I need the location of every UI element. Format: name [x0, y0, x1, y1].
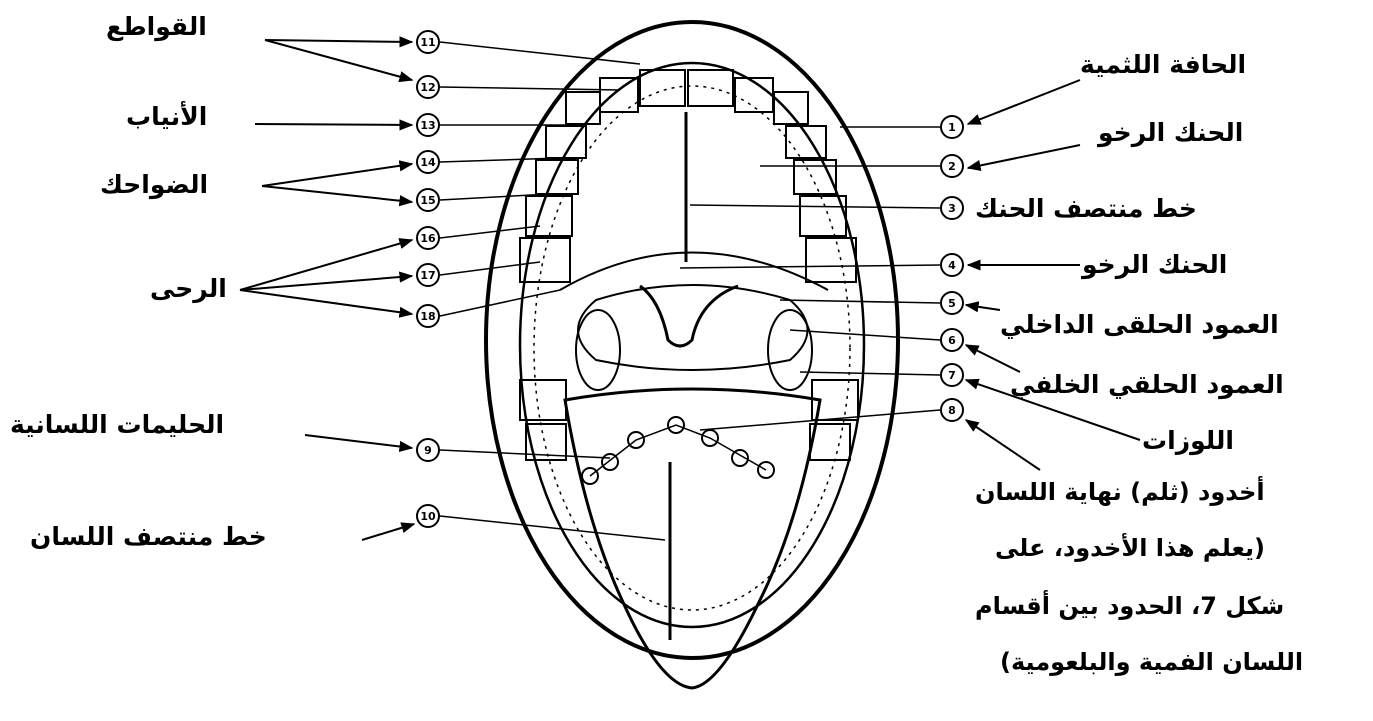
note-line-1: أخدود (ثلم) نهاية اللسان: [975, 480, 1265, 504]
marker-9: 9: [424, 444, 432, 457]
label-soft-palate-1: الحنك الرخو: [1098, 120, 1243, 145]
marker-1: 1: [948, 121, 956, 134]
label-gum-line: الحافة اللثمية: [1080, 52, 1246, 77]
marker-12: 12: [420, 81, 435, 94]
marker-17: 17: [420, 269, 435, 282]
marker-13: 13: [420, 119, 435, 132]
marker-3: 3: [948, 202, 956, 215]
marker-15: 15: [420, 194, 435, 207]
upper-teeth: [520, 70, 856, 282]
label-palate-midline: خط منتصف الحنك: [975, 196, 1197, 221]
marker-16: 16: [420, 232, 436, 245]
marker-8: 8: [948, 404, 956, 417]
label-lingual-papillae: الحليمات اللسانية: [10, 412, 224, 437]
label-canines: الأنياب: [126, 104, 207, 129]
label-incisors: القواطع: [106, 14, 207, 39]
marker-7: 7: [948, 369, 956, 382]
label-premolars: الضواحك: [100, 172, 208, 197]
label-posterior-pillar: العمود الحلقي الخلفي: [1010, 372, 1284, 397]
label-arrows: [240, 40, 1140, 540]
leader-lines: [440, 42, 940, 540]
note-line-2: (يعلم هذا الأخدود، على: [995, 536, 1265, 560]
marker-10: 10: [420, 510, 436, 523]
label-tongue-midline: خط منتصف اللسان: [30, 524, 267, 549]
marker-11: 11: [420, 36, 435, 49]
marker-14: 14: [420, 156, 436, 169]
marker-6: 6: [948, 334, 956, 347]
note-line-3: شكل 7، الحدود بين أقسام: [975, 594, 1284, 618]
label-soft-palate-2: الحنك الرخو: [1082, 252, 1227, 277]
label-anterior-pillar: العمود الحلقى الداخلي: [1000, 312, 1279, 337]
note-line-4: اللسان الفمية والبلعومية): [1000, 650, 1303, 674]
palate: [560, 112, 828, 370]
marker-2: 2: [948, 160, 956, 173]
lower-teeth: [520, 380, 858, 460]
label-molars: الرحى: [150, 276, 227, 301]
label-tonsils: اللوزات: [1142, 428, 1234, 453]
marker-4: 4: [948, 259, 956, 272]
tongue: [565, 389, 820, 688]
tonsils: [576, 310, 812, 390]
marker-18: 18: [420, 310, 435, 323]
marker-5: 5: [948, 297, 956, 310]
